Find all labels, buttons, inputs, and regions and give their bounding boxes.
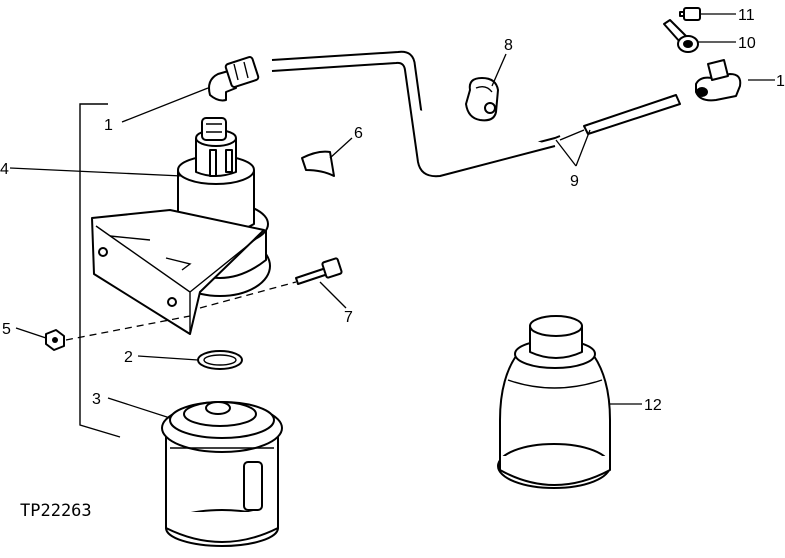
reference-number: TP22263 (20, 501, 92, 521)
callout-4: 4 (0, 161, 9, 178)
callout-2: 2 (124, 349, 133, 366)
callout-11: 11 (738, 7, 755, 24)
alignment-line (65, 281, 297, 341)
elbow-fitting-right (695, 59, 742, 102)
callout-10: 10 (738, 35, 756, 52)
group-bracket (79, 103, 121, 438)
callout-9: 9 (570, 173, 579, 190)
callout-1-left: 1 (104, 117, 113, 134)
callout-3: 3 (92, 391, 101, 408)
callout-1-right: 1 (776, 73, 785, 90)
callout-12: 12 (644, 397, 662, 414)
nut (45, 329, 65, 351)
leader-lines (9, 13, 775, 419)
filter-head-assembly (161, 401, 283, 547)
callout-6: 6 (354, 125, 363, 142)
elbow-fitting-left (208, 56, 260, 102)
cap-screw (295, 257, 343, 285)
banjo-bolt (679, 7, 701, 21)
pump-body (91, 117, 271, 335)
filter-element (497, 315, 611, 489)
banjo-fitting (663, 19, 699, 53)
callout-8: 8 (504, 37, 513, 54)
callout-5: 5 (2, 321, 11, 338)
fuel-line (271, 50, 681, 178)
heat-shield (301, 150, 335, 177)
callout-7: 7 (344, 309, 353, 326)
clip (465, 77, 499, 122)
